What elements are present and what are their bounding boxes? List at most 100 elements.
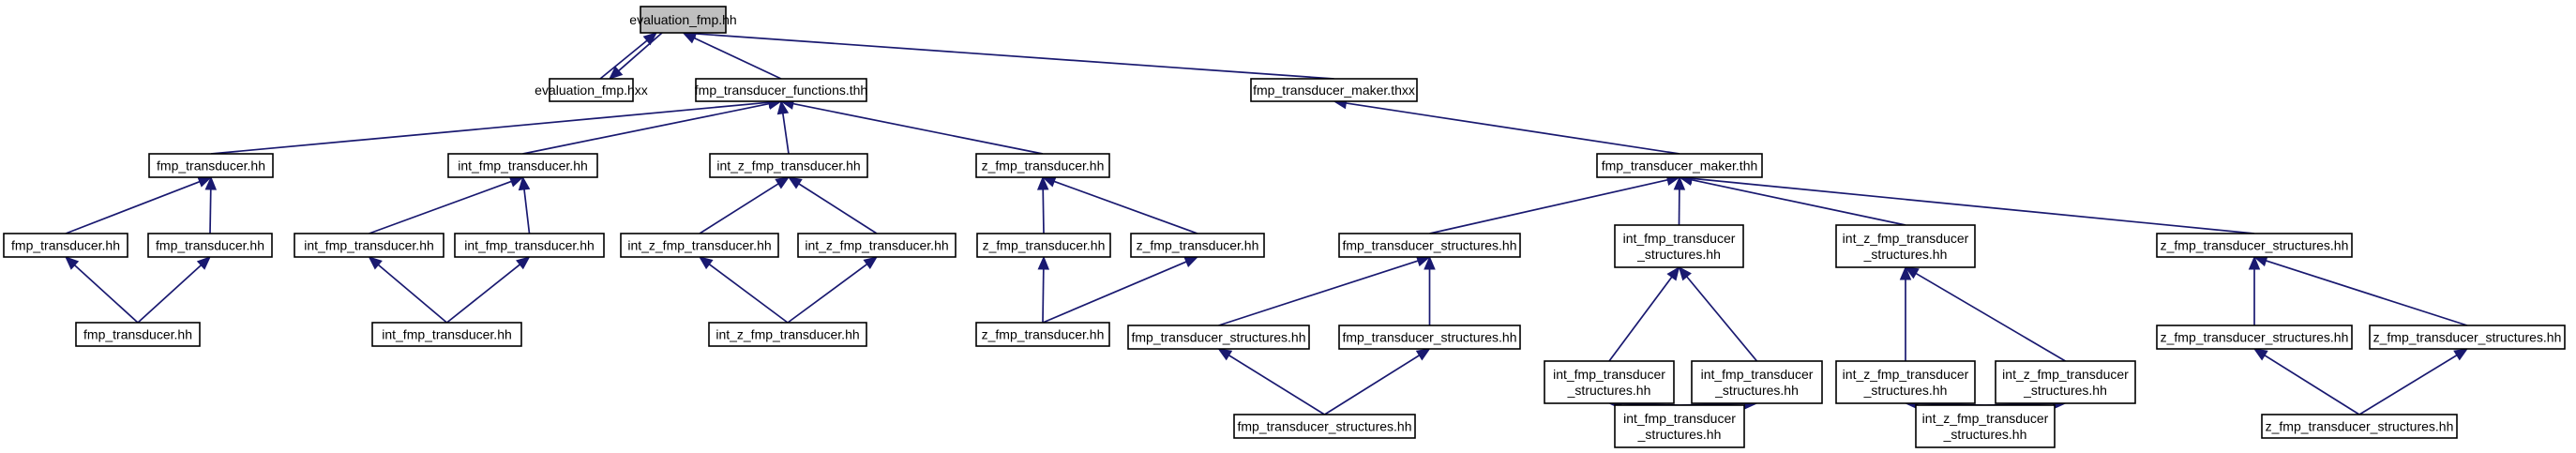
node-n18[interactable]: int_fmp_transducer_structures.hh (1614, 224, 1744, 268)
node-label: int_fmp_transducer (1553, 367, 1665, 382)
edge-n14-to-n6 (787, 176, 878, 234)
arrowhead-icon (698, 256, 714, 270)
arrowhead-icon (196, 256, 211, 270)
node-n5[interactable]: int_fmp_transducer.hh (447, 153, 598, 178)
node-n27[interactable]: int_fmp_transducer_structures.hh (1544, 360, 1675, 404)
node-n36[interactable]: z_fmp_transducer_structures.hh (2261, 414, 2458, 439)
arrowhead-icon (2453, 348, 2469, 361)
node-n11[interactable]: int_fmp_transducer.hh (294, 233, 444, 258)
node-box (975, 322, 1110, 347)
node-box (294, 233, 444, 258)
edge-n29-to-n19 (1899, 265, 1912, 361)
node-n17[interactable]: fmp_transducer_structures.hh (1338, 233, 1521, 258)
edge-n23-to-n13 (698, 256, 789, 324)
edge-n4-to-n2 (210, 96, 783, 155)
edge-n16-to-n7 (1041, 175, 1198, 234)
arrowhead-icon (1666, 265, 1680, 281)
node-box (1596, 153, 1763, 178)
edge-n12-to-n5 (518, 175, 531, 234)
node-label: int_fmp_transducer.hh (458, 159, 588, 174)
node-n9[interactable]: fmp_transducer.hh (3, 233, 128, 258)
node-box (454, 233, 605, 258)
edge-n18-to-n8 (1673, 175, 1686, 226)
edge-line (695, 33, 1334, 80)
node-n24[interactable]: z_fmp_transducer.hh (975, 322, 1110, 347)
node-n0[interactable]: evaluation_fmp.hh (629, 6, 737, 34)
node-n8[interactable]: fmp_transducer_maker.thh (1596, 153, 1763, 178)
arrowhead-icon (1904, 266, 1920, 279)
node-box (549, 78, 634, 102)
node-label: _structures.hh (1863, 247, 1948, 262)
node-n30[interactable]: int_z_fmp_transducer_structures.hh (1995, 360, 2136, 404)
arrowhead-icon (775, 176, 791, 189)
node-label: z_fmp_transducer.hh (982, 159, 1105, 174)
node-label: int_z_fmp_transducer.hh (716, 159, 860, 174)
edge-n28-to-n18 (1678, 266, 1758, 362)
node-label: int_fmp_transducer.hh (464, 238, 595, 253)
arrowhead-icon (1183, 256, 1199, 267)
edge-n0-to-n1 (609, 32, 663, 80)
node-box (620, 233, 779, 258)
edge-n30-to-n19 (1904, 266, 2066, 362)
node-n34[interactable]: int_fmp_transducer_structures.hh (1614, 404, 1745, 448)
node-n22[interactable]: int_fmp_transducer.hh (371, 322, 522, 347)
node-label: _structures.hh (1567, 383, 1651, 398)
arrowhead-icon (204, 175, 218, 190)
node-n29[interactable]: int_z_fmp_transducer_structures.hh (1835, 360, 1976, 404)
node-n31[interactable]: z_fmp_transducer_structures.hh (2156, 325, 2353, 350)
edge-line (1042, 268, 1045, 324)
node-n14[interactable]: int_z_fmp_transducer.hh (797, 233, 957, 258)
node-n28[interactable]: int_fmp_transducer_structures.hh (1691, 360, 1823, 404)
edge-n33-to-n26 (1324, 348, 1431, 415)
edge-line (209, 189, 212, 234)
node-box (447, 153, 598, 178)
edge-n22-to-n11 (368, 256, 448, 324)
node-n26[interactable]: fmp_transducer_structures.hh (1338, 325, 1521, 350)
node-n23[interactable]: int_z_fmp_transducer.hh (708, 322, 867, 347)
node-n32[interactable]: z_fmp_transducer_structures.hh (2369, 325, 2566, 350)
edge-line (1228, 355, 1325, 415)
edge-n21-to-n9 (65, 256, 139, 324)
edge-line (1324, 355, 1420, 415)
node-n33[interactable]: fmp_transducer_structures.hh (1233, 414, 1416, 439)
edge-n8-to-n3 (1333, 97, 1680, 155)
node-label: _structures.hh (1863, 383, 1948, 398)
node-n15[interactable]: z_fmp_transducer.hh (976, 233, 1111, 258)
node-box (2156, 233, 2353, 258)
node-n13[interactable]: int_z_fmp_transducer.hh (620, 233, 779, 258)
node-n16[interactable]: z_fmp_transducer.hh (1130, 233, 1265, 258)
node-n21[interactable]: fmp_transducer.hh (75, 322, 201, 347)
node-n19[interactable]: int_z_fmp_transducer_structures.hh (1835, 224, 1976, 268)
node-n12[interactable]: int_fmp_transducer.hh (454, 233, 605, 258)
node-label: int_z_fmp_transducer (1843, 231, 1969, 246)
arrowhead-icon (1899, 265, 1912, 280)
node-box (1835, 224, 1976, 268)
node-n4[interactable]: fmp_transducer.hh (148, 153, 274, 178)
node-n6[interactable]: int_z_fmp_transducer.hh (709, 153, 868, 178)
node-n3[interactable]: fmp_transducer_maker.thxx (1250, 78, 1418, 102)
arrowhead-icon (516, 256, 531, 270)
node-n1[interactable]: evaluation_fmp.hxx (535, 78, 648, 102)
node-n7[interactable]: z_fmp_transducer.hh (975, 153, 1110, 178)
node-label: fmp_transducer_structures.hh (1343, 330, 1517, 345)
node-label: z_fmp_transducer_structures.hh (2161, 330, 2349, 345)
node-n10[interactable]: fmp_transducer.hh (147, 233, 273, 258)
node-n2[interactable]: fmp_transducer_functions.thh (695, 78, 867, 102)
node-box (148, 153, 274, 178)
arrowhead-icon (2248, 255, 2261, 270)
node-box (708, 322, 867, 347)
node-label: fmp_transducer.hh (83, 327, 192, 342)
edge-line (792, 102, 1044, 155)
edge-line (781, 113, 790, 155)
node-n35[interactable]: int_z_fmp_transducer_structures.hh (1915, 404, 2056, 448)
node-n25[interactable]: fmp_transducer_structures.hh (1127, 325, 1310, 350)
node-box (3, 233, 128, 258)
edge-n13-to-n6 (699, 176, 791, 234)
node-n20[interactable]: z_fmp_transducer_structures.hh (2156, 233, 2353, 258)
node-label: int_fmp_transducer.hh (382, 327, 512, 342)
edge-line (787, 264, 868, 324)
node-label: int_z_fmp_transducer.hh (627, 238, 771, 253)
node-box (1614, 224, 1744, 268)
node-label: fmp_transducer_maker.thh (1602, 159, 1758, 174)
